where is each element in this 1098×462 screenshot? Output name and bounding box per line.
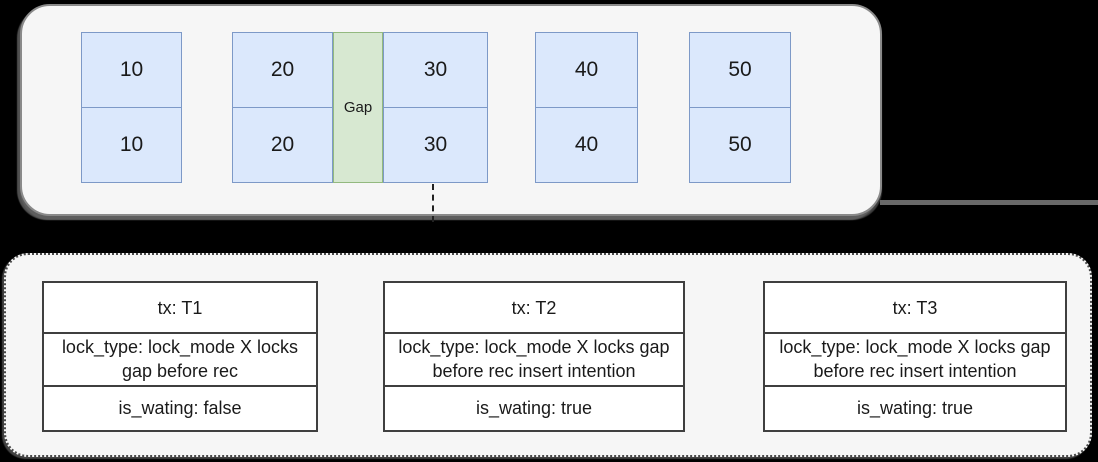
record-box-30: 30 30 [383,32,488,183]
gap-box: Gap [333,32,383,183]
record-box-50: 50 50 [689,32,791,183]
record-cell: 40 [574,133,599,156]
tx-box-t3: tx: T3 lock_type: lock_mode X locks gap … [763,281,1067,432]
tx-lock-type: lock_type: lock_mode X locks gap before … [765,334,1065,387]
tx-title: tx: T3 [765,283,1065,335]
tx-box-t1: tx: T1 lock_type: lock_mode X locks gap … [42,281,318,432]
index-records-panel: 10 10 20 20 Gap 30 30 40 40 50 50 [20,4,882,216]
screen-edge-line [880,200,1098,205]
record-cell: 20 [233,33,332,108]
record-cell: 40 [536,33,637,108]
record-cell: 10 [119,133,144,156]
transactions-panel: tx: T1 lock_type: lock_mode X locks gap … [4,253,1092,457]
tx-title: tx: T2 [385,283,683,335]
tx-lock-type: lock_type: lock_mode X locks gap before … [385,334,683,387]
tx-is-waiting: is_wating: true [856,398,974,419]
tx-lock-type: lock_type: lock_mode X locks gap before … [44,334,316,387]
record-cell: 30 [423,133,448,156]
tx-is-waiting: is_wating: false [118,398,242,419]
tx-box-t2: tx: T2 lock_type: lock_mode X locks gap … [383,281,685,432]
record-box-10: 10 10 [81,32,182,183]
record-cell: 20 [270,133,295,156]
record-box-40: 40 40 [535,32,638,183]
record-cell: 50 [728,133,752,156]
tx-is-waiting: is_wating: true [475,398,593,419]
record-box-20: 20 20 [232,32,333,183]
record-cell: 10 [82,33,181,108]
record-cell: 30 [384,33,487,108]
dashed-connector-line [432,184,434,222]
tx-title: tx: T1 [44,283,316,335]
record-cell: 50 [690,33,790,108]
